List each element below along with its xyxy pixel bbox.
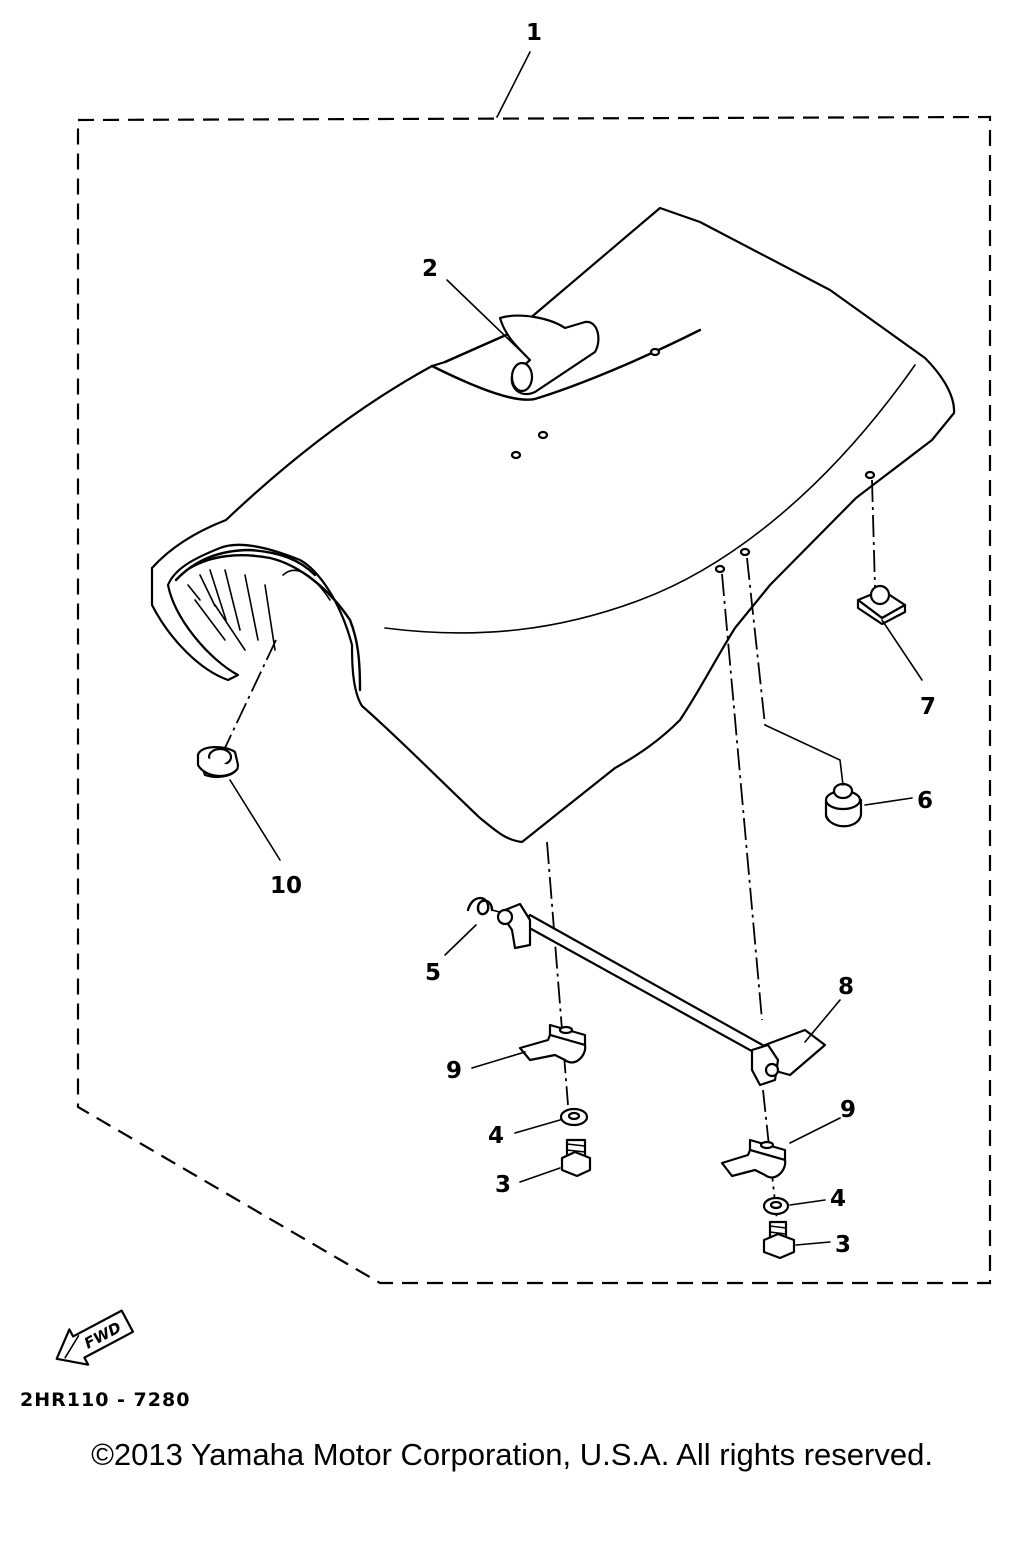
callout-2: 2 <box>422 256 438 282</box>
centerline-8 <box>721 573 763 1021</box>
assembly-boundary <box>76 115 992 1285</box>
fwd-arrow-icon: FWD <box>55 1309 135 1366</box>
part-7-clip-nut <box>856 584 907 626</box>
callout-4a: 4 <box>488 1123 504 1149</box>
callout-3b: 3 <box>835 1232 851 1258</box>
leader-2 <box>446 279 531 361</box>
leader-9b <box>789 1117 841 1144</box>
leader-4b <box>789 1199 826 1206</box>
part-6-damper <box>824 782 863 828</box>
callout-4b: 4 <box>830 1186 846 1212</box>
leader-3a <box>519 1167 561 1183</box>
part-number: 2HR110 - 7280 <box>20 1389 190 1411</box>
part-4-washer-left <box>559 1107 589 1127</box>
seat <box>150 206 956 844</box>
callout-8: 8 <box>838 974 854 1000</box>
part-8-latch-rod <box>496 902 827 1087</box>
callout-1: 1 <box>526 20 542 46</box>
callout-7: 7 <box>920 694 936 720</box>
callout-6: 6 <box>917 788 933 814</box>
centerline-7 <box>871 479 876 589</box>
centerline-10 <box>223 639 277 751</box>
leader-1 <box>496 51 531 118</box>
callout-9a: 9 <box>446 1058 462 1084</box>
part-9-bracket-right <box>720 1138 787 1179</box>
callout-10: 10 <box>270 873 302 899</box>
centerline-9a <box>546 841 569 1106</box>
leader-8 <box>804 999 841 1043</box>
leader-6 <box>864 797 913 806</box>
leader-3b <box>795 1241 831 1246</box>
part-9-bracket-left <box>518 1023 587 1064</box>
leader-9a <box>471 1051 526 1069</box>
leader-10 <box>229 779 281 861</box>
part-3-bolt-right <box>762 1220 796 1260</box>
part-10-damper <box>196 746 240 779</box>
leader-4a <box>514 1119 561 1134</box>
part-4-washer-right <box>762 1196 790 1216</box>
leader-7 <box>881 619 923 681</box>
part-3-bolt-left <box>560 1138 592 1178</box>
callout-9b: 9 <box>840 1097 856 1123</box>
leader-6a <box>764 724 844 786</box>
copyright-notice: ©2013 Yamaha Motor Corporation, U.S.A. A… <box>91 1437 933 1472</box>
leader-5 <box>444 924 477 956</box>
centerline-6 <box>746 557 766 726</box>
callout-3a: 3 <box>495 1172 511 1198</box>
callout-5: 5 <box>425 960 441 986</box>
